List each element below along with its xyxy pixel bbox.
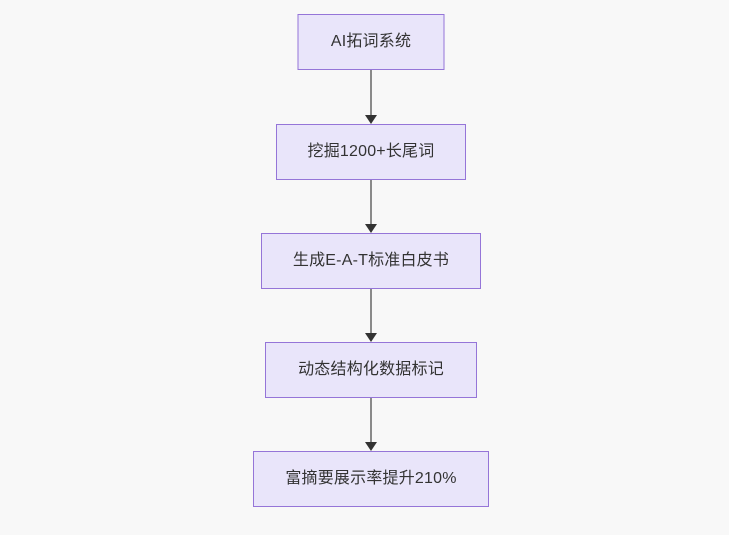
flow-node-label: 挖掘1200+长尾词 [307, 143, 435, 161]
flow-edge-3 [364, 289, 378, 342]
flow-edge-1 [364, 70, 378, 124]
edge-line [370, 398, 372, 442]
flow-node-label: 动态结构化数据标记 [298, 361, 444, 379]
flow-node-mine-longtail-keywords[interactable]: 挖掘1200+长尾词 [276, 124, 466, 180]
flow-node-ai-keyword-system[interactable]: AI拓词系统 [297, 14, 445, 70]
edge-line [370, 180, 372, 224]
arrowhead-down-icon [365, 224, 377, 233]
edge-line [370, 289, 372, 333]
flow-edge-2 [364, 180, 378, 233]
flow-node-dynamic-structured-data-markup[interactable]: 动态结构化数据标记 [265, 342, 477, 398]
flow-node-label: 生成E-A-T标准白皮书 [292, 252, 450, 270]
arrowhead-down-icon [365, 442, 377, 451]
flow-edge-4 [364, 398, 378, 451]
edge-line [370, 70, 372, 115]
arrowhead-down-icon [365, 333, 377, 342]
flow-node-label: AI拓词系统 [330, 33, 412, 51]
flow-node-label: 富摘要展示率提升210% [285, 470, 457, 488]
flow-node-rich-snippet-rate-increase[interactable]: 富摘要展示率提升210% [253, 451, 489, 507]
arrowhead-down-icon [365, 115, 377, 124]
flow-node-generate-eat-whitepaper[interactable]: 生成E-A-T标准白皮书 [261, 233, 481, 289]
